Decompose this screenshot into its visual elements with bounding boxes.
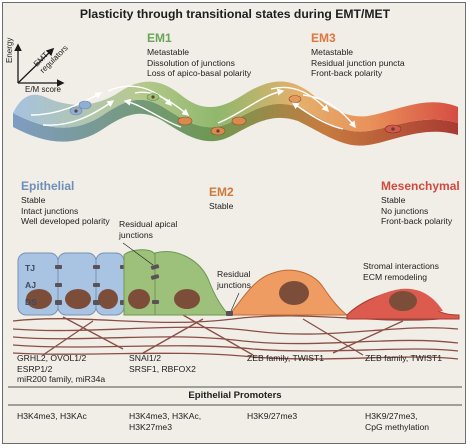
- factors-mesenchymal: ZEB family, TWIST1: [365, 353, 443, 363]
- x-axis-label: E/M score: [25, 85, 62, 94]
- promoters-em1: H3K4me3, H3KAc, H3K27me3: [129, 411, 202, 432]
- em2-title: EM2: [209, 185, 234, 199]
- epithelial-description: Stable Intact junctions Well developed p…: [21, 195, 110, 227]
- epithelial-cells: [17, 252, 127, 316]
- residual-apical-label: Residual apical junctions: [119, 219, 178, 240]
- em1-title: EM1: [147, 31, 172, 45]
- tj-label: TJ: [25, 263, 36, 273]
- ecm-fibers: [12, 314, 459, 360]
- promoters-mesenchymal: H3K9/27me3, CpG methylation: [365, 411, 430, 432]
- diagram-graphics: [8, 43, 462, 406]
- promoters-em3: H3K9/27me3: [247, 411, 298, 421]
- transitional-cells: [122, 242, 231, 316]
- transition-arrows: [30, 85, 356, 130]
- mesenchymal-description: Stable No junctions Front-back polarity: [381, 195, 453, 227]
- stromal-label: Stromal interactions ECM remodeling: [363, 261, 439, 282]
- mesenchymal-cell: [346, 288, 460, 320]
- y-axis-label: Energy: [5, 37, 14, 63]
- aj-label: AJ: [25, 280, 36, 290]
- em3-description: Metastable Residual junction puncta Fron…: [311, 47, 405, 79]
- em2-description: Stable: [209, 201, 234, 211]
- ds-label: DS: [25, 297, 37, 307]
- epithelial-title: Epithelial: [21, 179, 75, 193]
- factors-epithelial: GRHL2, OVOL1/2 ESRP1/2 miR200 family, mi…: [17, 353, 106, 385]
- em3-cell: [226, 269, 349, 316]
- em1-description: Metastable Dissolution of junctions Loss…: [147, 47, 252, 79]
- axes-icon: [14, 43, 65, 87]
- em3-title: EM3: [311, 31, 336, 45]
- figure-panel: Plasticity through transitional states d…: [2, 2, 466, 444]
- promoters-heading: Epithelial Promoters: [188, 390, 282, 401]
- factors-em3: ZEB family, TWIST1: [247, 353, 325, 363]
- landscape-cells: [69, 93, 402, 136]
- factors-em1: SNAI1/2 SRSF1, RBFOX2: [129, 353, 196, 374]
- figure-title: Plasticity through transitional states d…: [79, 7, 391, 21]
- residual-junctions-label: Residual junctions: [217, 269, 251, 290]
- mesenchymal-title: Mesenchymal: [381, 179, 460, 193]
- promoters-epithelial: H3K4me3, H3KAc: [17, 411, 87, 421]
